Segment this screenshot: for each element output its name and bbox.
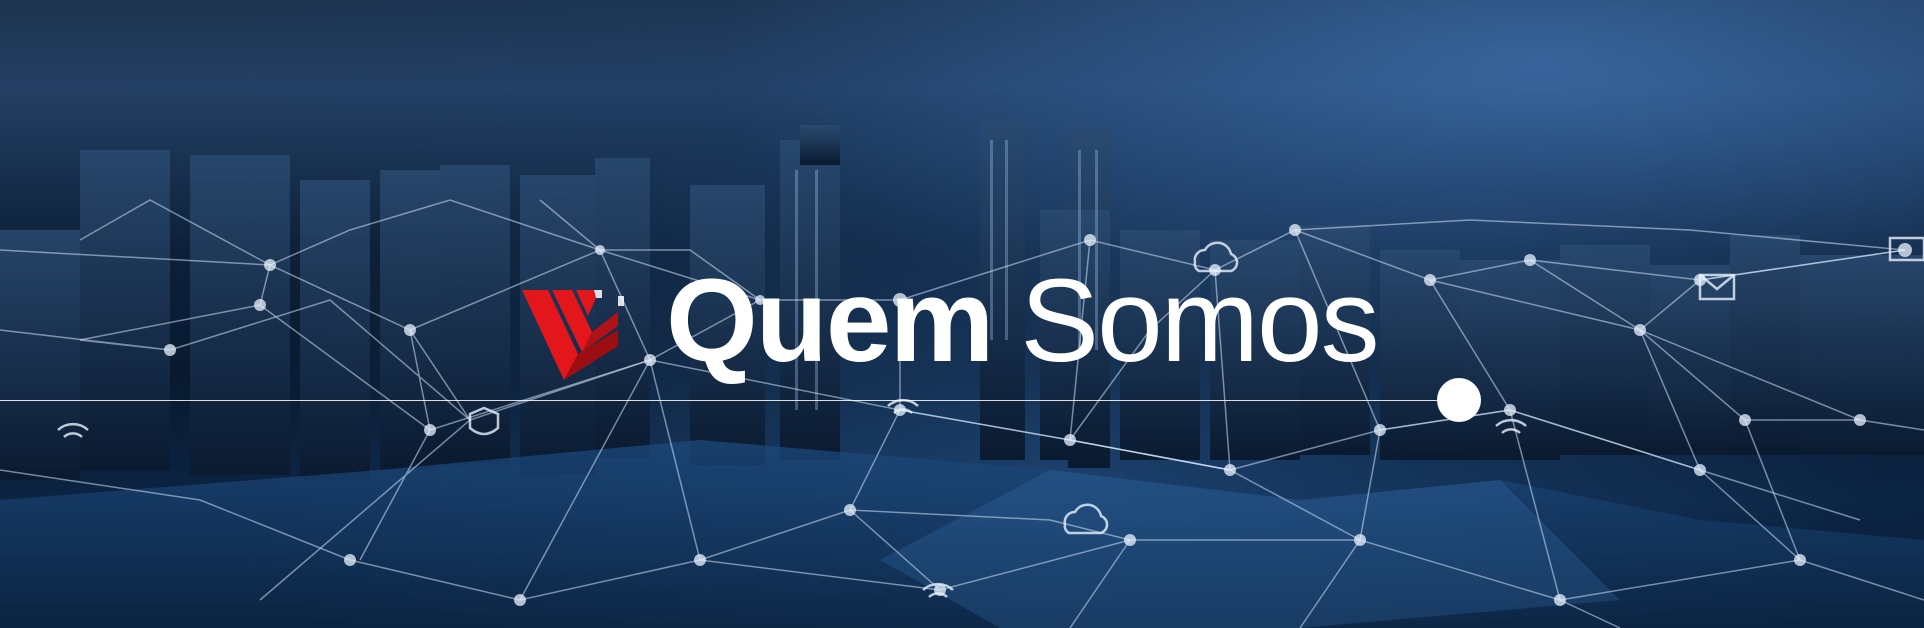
wifi-icon bbox=[922, 582, 954, 598]
wifi-icon bbox=[57, 422, 89, 438]
title-divider-dot bbox=[1437, 378, 1481, 422]
cloud-icon bbox=[1063, 503, 1109, 535]
chat-icon bbox=[1888, 236, 1924, 262]
page-title-light: Somos bbox=[1020, 255, 1379, 387]
shield-icon bbox=[468, 406, 500, 436]
company-logo bbox=[522, 290, 624, 380]
title-divider-line bbox=[0, 400, 1440, 401]
cloud-icon bbox=[1193, 241, 1239, 273]
page-title-bold: Quem bbox=[666, 255, 994, 387]
wifi-icon bbox=[1495, 418, 1527, 434]
envelope-icon bbox=[1699, 274, 1735, 291]
envelope-icon bbox=[1698, 273, 1736, 301]
